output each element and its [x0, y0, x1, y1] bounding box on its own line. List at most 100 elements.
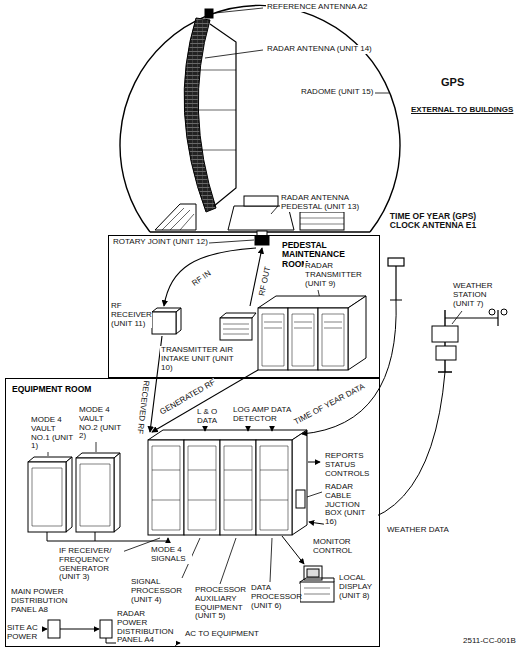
radar-antenna-part [184, 18, 216, 212]
weather-station-part [489, 309, 495, 315]
callout-label: RADAR POWER DISTRIBUTION PANEL A4 [116, 610, 176, 645]
antenna-pedestal-part [300, 218, 344, 224]
callout-label: TIME OF YEAR (GPS) CLOCK ANTENNA E1 [384, 212, 482, 231]
rf-lines-part [164, 248, 256, 306]
callout-label: MODE 4 VAULT NO.1 (UNIT 1) [30, 416, 76, 451]
callout-label: RF RECEIVER (UNIT 11) [110, 302, 152, 328]
signal-label: LOG AMP DATA DETECTOR [232, 406, 296, 424]
mode4-vaults-part [76, 458, 114, 532]
callout-label: WEATHER STATION (UNIT 7) [452, 282, 504, 308]
signal-label: REPORTS STATUS CONTROLS [324, 452, 376, 478]
rf-lines-part [250, 248, 262, 306]
callout-label: PROCESSOR AUXILIARY EQUIPMENT (UNIT 5) [194, 586, 248, 621]
weather-station-part [445, 310, 498, 326]
signal-label: MODE 4 SIGNALS [150, 546, 192, 564]
radar-transmitter-part [264, 322, 342, 328]
callout-label: MAIN POWER DISTRIBUTION PANEL A8 [10, 588, 72, 614]
equipment-cabinets-part [148, 440, 184, 535]
radar-antenna-part [192, 70, 236, 150]
callout-label: ROTARY JOINT (UNIT 12) [112, 238, 209, 247]
radar-antenna [184, 9, 236, 212]
signal-lines-part [95, 532, 96, 541]
room-heading: EQUIPMENT ROOM [11, 385, 92, 394]
rf-receiver-part [176, 308, 181, 334]
callout-label: MODE 4 VAULT NO.2 (UNIT 2) [78, 406, 124, 441]
local-display [300, 566, 334, 602]
radar-transmitter-part [318, 308, 348, 370]
leader-lines-part [215, 8, 263, 13]
equipment-cabinets [148, 430, 307, 535]
local-display-part [300, 578, 334, 582]
mode4-vaults-part [76, 453, 120, 458]
signal-lines-part [272, 426, 273, 431]
antenna-pedestal-part [255, 236, 269, 245]
callout-label: RADOME (UNIT 15) [300, 88, 374, 97]
air-intake-unit-part [220, 318, 252, 340]
signal-lines-part [308, 462, 320, 463]
gps-clock-antenna-part [388, 258, 404, 266]
callout-label: LOCAL DISPLAY (UNIT 8) [338, 574, 378, 600]
radar-antenna-part [210, 24, 236, 206]
signal-label: WEATHER DATA [386, 526, 450, 535]
radome [120, 5, 400, 232]
radar-transmitter-part [262, 314, 344, 366]
gps-clock-antenna-part [390, 266, 402, 300]
leader-lines-part [220, 538, 236, 584]
leader-lines-part [48, 452, 49, 456]
air-intake-unit-part [220, 313, 256, 318]
weather-station-part [436, 346, 456, 360]
equipment-cabinets-part [296, 490, 305, 508]
weather-station [432, 309, 507, 372]
callout-label: SITE AC POWER [6, 624, 42, 642]
callout-label: RADAR TRANSMITTER (UNIT 9) [304, 262, 368, 288]
signal-lines-part [248, 426, 249, 431]
power-panels-part [60, 629, 99, 630]
equipment-cabinets-part [220, 440, 256, 535]
equipment-cabinets-part [152, 446, 288, 530]
weather-station-part [432, 326, 458, 342]
rf-receiver [152, 308, 181, 334]
signal-label: MONITOR CONTROL [312, 538, 358, 556]
antenna-pedestal-part [300, 212, 344, 230]
signal-lines-part [205, 426, 206, 431]
signal-label: AC TO EQUIPMENT [184, 630, 260, 639]
leader-lines-part [270, 538, 272, 582]
signal-label: RF IN [190, 269, 214, 289]
radar-transmitter-part [348, 296, 366, 370]
leader-lines-part [209, 240, 254, 243]
callout-label: RADAR ANTENNA (UNIT 14) [266, 45, 373, 54]
signal-label: RECEIVED RF [134, 379, 150, 435]
drawing-number: 2511-CC-001B [462, 637, 517, 646]
signal-label: L & O DATA [196, 408, 228, 426]
radar-antenna-part [205, 9, 213, 18]
radar-transmitter-part [288, 308, 318, 370]
equipment-cabinets-part [152, 470, 288, 500]
leader-lines-part [271, 206, 278, 214]
callout-label: DATA PROCESSOR (UNIT 6) [250, 584, 300, 610]
heading-label: EXTERNAL TO BUILDINGS [410, 106, 514, 115]
antenna-pedestal-part [244, 196, 278, 206]
signal-label: RF OUT [258, 265, 273, 298]
air-intake-unit [220, 313, 256, 340]
leader-lines-part [375, 93, 389, 94]
equipment-cabinets-part [256, 440, 292, 535]
mode4-vaults-part [66, 457, 72, 532]
equipment-cabinets-part [148, 430, 307, 440]
rf-lines [150, 248, 262, 432]
signal-lines-part [47, 532, 168, 541]
heading-label: GPS [440, 76, 465, 88]
mode4-vaults [28, 453, 120, 532]
power-panels-part [48, 620, 60, 638]
mode4-vaults-part [32, 464, 110, 526]
callout-label: RADAR ANTENNA PEDESTAL (UNIT 13) [280, 194, 382, 212]
equipment-cabinets-part [184, 440, 220, 535]
callout-label: SIGNAL PROCESSOR (UNIT 4) [130, 578, 200, 604]
weather-station-part [501, 309, 507, 315]
air-intake-unit-part [223, 324, 249, 334]
antenna-pedestal-part [162, 208, 194, 230]
signal-lines-part [282, 536, 304, 564]
local-display-part [300, 582, 334, 602]
signal-lines [47, 300, 445, 564]
mode4-vaults-part [114, 453, 120, 532]
radome-part [120, 5, 400, 232]
